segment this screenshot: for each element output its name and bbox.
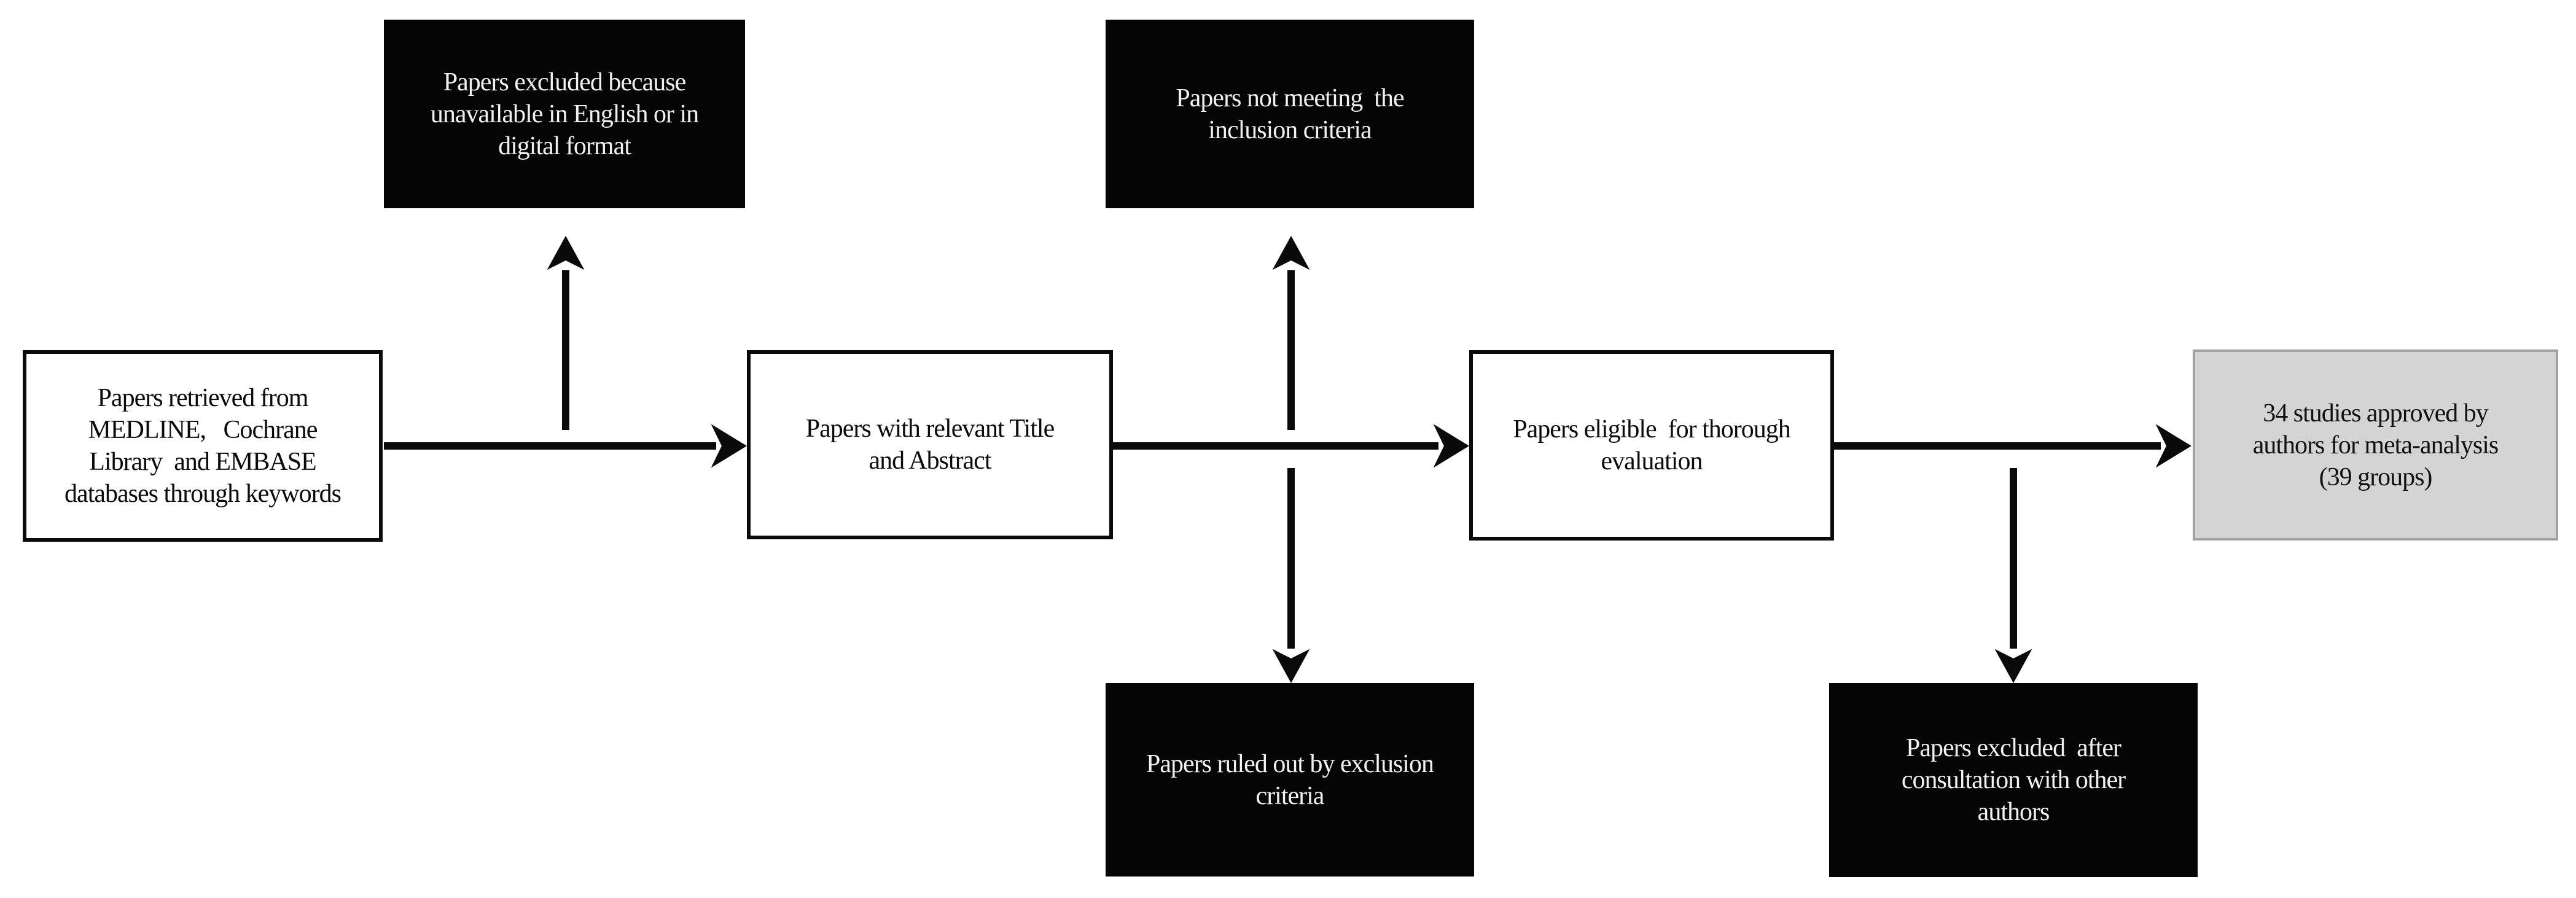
box-papers-eligible-evaluation: Papers eligible for thorough evaluation: [1469, 350, 1834, 541]
box-text-line: 34 studies approved by: [2263, 399, 2488, 428]
arrow-eligible-to-approved: [1834, 424, 2192, 468]
box-papers-excluded-language: Papers excluded because unavailable in E…: [384, 20, 745, 208]
box-text-line: evaluation: [1601, 447, 1703, 475]
box-text-line: Papers excluded after: [1906, 734, 2121, 762]
arrow-up-excluded-language: [547, 235, 585, 430]
box-text-line: digital format: [498, 131, 631, 160]
box-text-line: authors: [1977, 798, 2050, 826]
box-text-line: Papers eligible for thorough: [1513, 415, 1791, 443]
box-text-line: criteria: [1255, 781, 1325, 810]
box-studies-approved-meta-analysis: 34 studies approved by authors for meta-…: [2193, 349, 2558, 541]
box-papers-retrieved: Papers retrieved from MEDLINE, Cochrane …: [23, 350, 383, 542]
box-papers-relevant-title-abstract: Papers with relevant Title and Abstract: [747, 350, 1113, 539]
box-text-line: Papers ruled out by exclusion: [1146, 749, 1434, 778]
box-papers-ruled-out: Papers ruled out by exclusion criteria: [1106, 683, 1474, 877]
box-text-line: Library and EMBASE: [89, 448, 316, 476]
arrow-down-excluded-consultation: [1994, 468, 2032, 684]
box-text-line: authors for meta-analysis: [2252, 431, 2499, 459]
box-text-line: Papers not meeting the: [1176, 84, 1404, 112]
box-text-line: Papers retrieved from: [97, 384, 309, 412]
arrow-title-abstract-to-eligible: [1113, 424, 1469, 468]
box-text-line: unavailable in English or in: [430, 100, 699, 128]
arrow-retrieved-to-title-abstract: [384, 424, 747, 468]
box-text-line: inclusion criteria: [1208, 115, 1372, 144]
box-text-line: databases through keywords: [64, 480, 342, 508]
box-papers-not-meeting-criteria: Papers not meeting the inclusion criteri…: [1106, 20, 1474, 208]
arrow-up-not-meeting: [1272, 235, 1310, 430]
box-text-line: consultation with other: [1901, 766, 2126, 794]
box-text-line: MEDLINE, Cochrane: [88, 416, 318, 444]
box-text-line: Papers excluded because: [443, 68, 686, 96]
box-text-line: (39 groups): [2319, 463, 2433, 491]
box-text-line: Papers with relevant Title: [805, 415, 1055, 443]
box-papers-excluded-consultation: Papers excluded after consultation with …: [1829, 683, 2198, 877]
box-text-line: and Abstract: [868, 447, 991, 475]
arrow-down-ruled-out: [1272, 468, 1310, 684]
